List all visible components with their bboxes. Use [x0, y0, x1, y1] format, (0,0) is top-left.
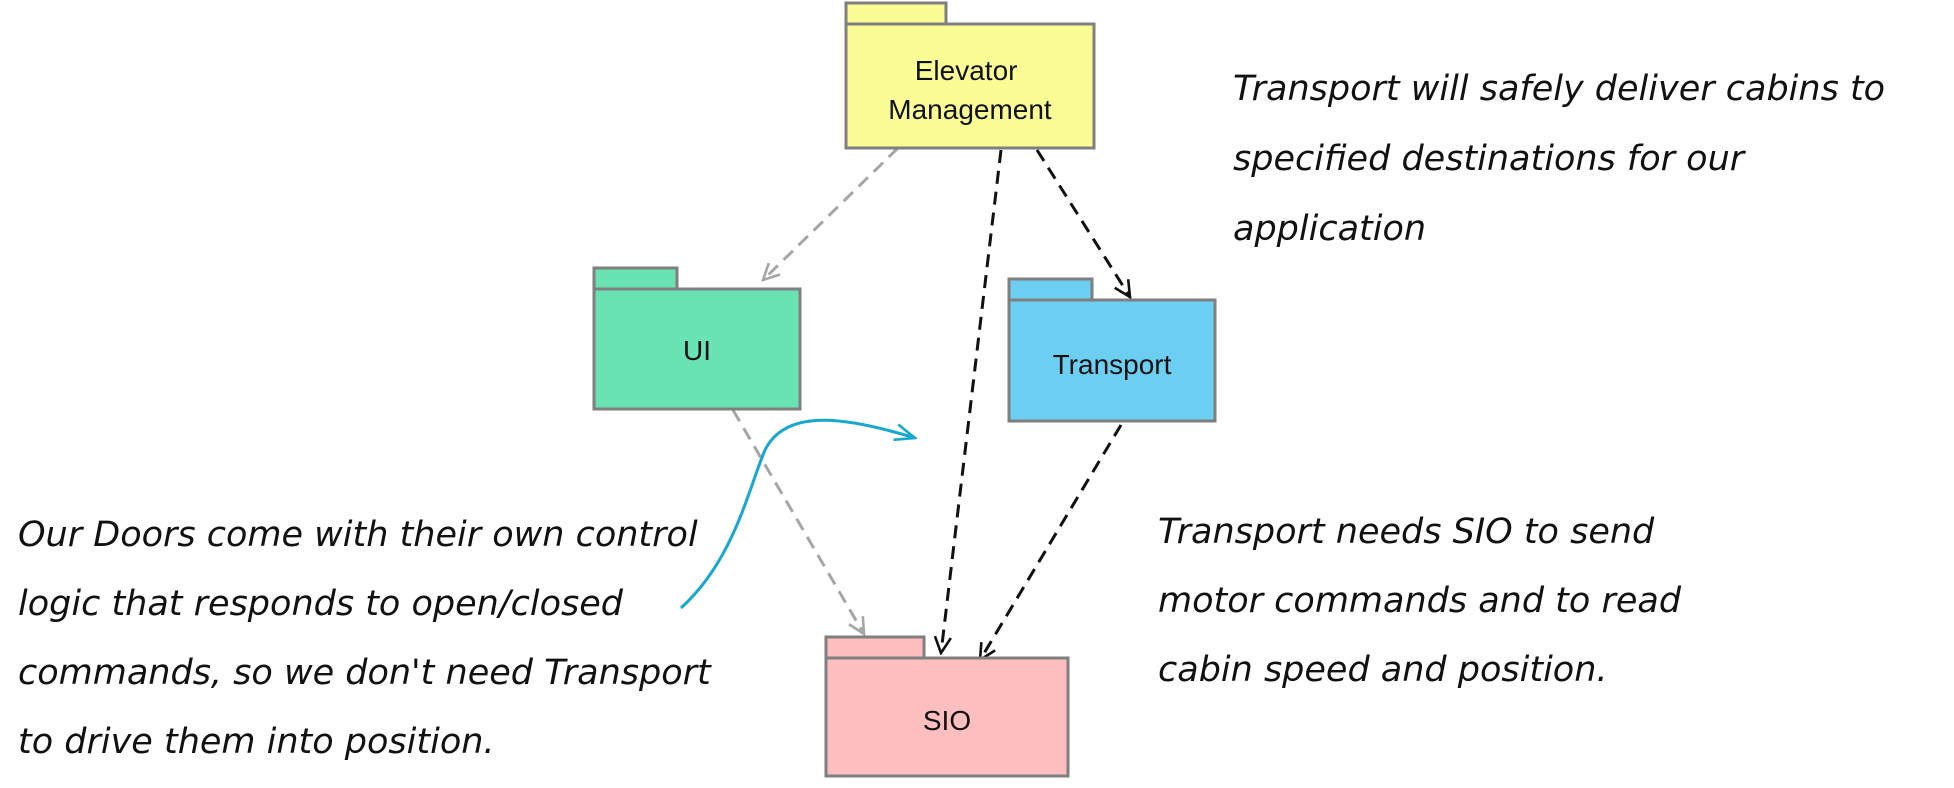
- package-label: Elevator Management: [888, 55, 1052, 125]
- dependency-ui-to-sio: [731, 409, 864, 634]
- dependency-elevator-management-to-sio: [941, 149, 1003, 653]
- note-line: logic that responds to open/closed: [18, 584, 624, 624]
- note-line: to drive them into position.: [18, 722, 495, 762]
- package-elevator-management: Elevator Management: [844, 1, 1096, 150]
- package-label: UI: [683, 335, 711, 366]
- package-label: SIO: [923, 705, 971, 736]
- package-tab: [1007, 277, 1094, 302]
- note-transport-purpose: Transport will safely deliver cabins to …: [1233, 69, 1896, 249]
- note-line: Our Doors come with their own control: [18, 515, 698, 555]
- note-doors: Our Doors come with their own control lo…: [18, 515, 722, 762]
- package-body: [592, 287, 802, 411]
- package-label: Transport: [1053, 349, 1172, 380]
- package-tab: [824, 635, 926, 660]
- package-body: [844, 22, 1096, 150]
- note-line: application: [1233, 209, 1426, 249]
- package-tab: [844, 1, 948, 26]
- doors-note-arrow: [679, 418, 915, 610]
- note-line: specified destinations for our: [1233, 139, 1747, 179]
- package-label-line: Management: [888, 94, 1052, 125]
- package-label-line: SIO: [923, 705, 971, 736]
- note-line: Transport needs SIO to send: [1158, 512, 1655, 552]
- note-line: motor commands and to read: [1158, 581, 1682, 621]
- note-line: commands, so we don't need Transport: [18, 653, 712, 693]
- package-label-line: Transport: [1053, 349, 1172, 380]
- package-tab: [592, 266, 679, 291]
- dependency-arrows: [731, 146, 1130, 660]
- package-body: [824, 656, 1070, 778]
- package-transport: Transport: [1007, 277, 1217, 423]
- package-body: [1007, 298, 1217, 423]
- note-transport-needs-sio: Transport needs SIO to send motor comman…: [1158, 512, 1692, 690]
- dependency-elevator-management-to-ui: [763, 146, 900, 280]
- note-line: cabin speed and position.: [1158, 650, 1608, 690]
- package-ui: UI: [592, 266, 802, 411]
- package-sio: SIO: [824, 635, 1070, 778]
- dependency-elevator-management-to-transport: [1035, 149, 1130, 297]
- package-label-line: UI: [683, 335, 711, 366]
- note-line: Transport will safely deliver cabins to: [1233, 69, 1885, 109]
- dependency-transport-to-sio: [980, 424, 1123, 660]
- package-label-line: Elevator: [915, 55, 1018, 86]
